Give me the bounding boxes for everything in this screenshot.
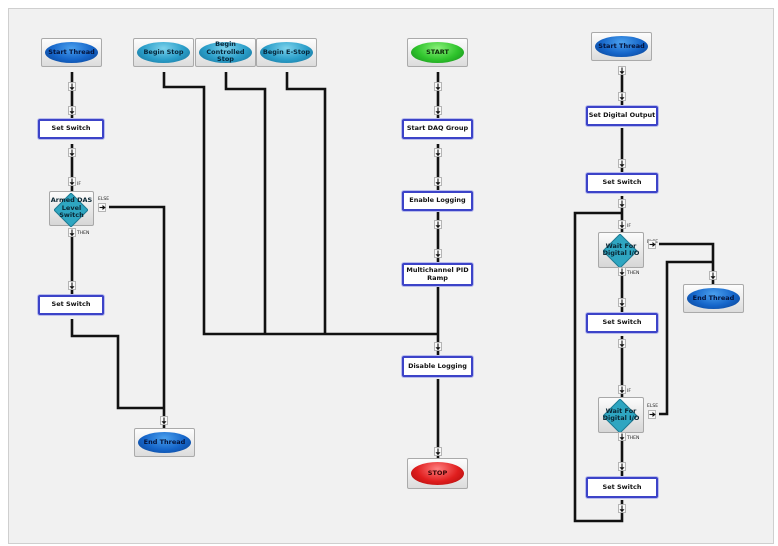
t2-then-label-2: THEN <box>627 436 640 441</box>
diamond-icon <box>603 234 637 268</box>
arrow-down-icon <box>618 220 626 229</box>
disable-logging-step[interactable]: Disable Logging <box>402 356 473 377</box>
t2-if-label-1: IF <box>627 224 631 229</box>
start-daq-group-step[interactable]: Start DAQ Group <box>402 119 473 139</box>
main-start[interactable]: START <box>407 38 468 67</box>
arrow-down-icon <box>160 416 168 425</box>
t1-start-thread[interactable]: Start Thread <box>41 38 102 67</box>
arrow-right-icon <box>98 203 106 212</box>
arrow-down-icon <box>618 66 626 75</box>
t1-armed-das-decision[interactable]: Armed DAS Level Switch <box>49 191 94 227</box>
arrow-down-icon <box>618 462 626 471</box>
arrow-down-icon <box>434 177 442 186</box>
t2-wait-digital-io-2[interactable]: Wait For Digital I/O <box>598 397 644 433</box>
arrow-down-icon <box>68 148 76 157</box>
main-stop-label: STOP <box>411 462 464 485</box>
t2-end-thread[interactable]: End Thread <box>683 284 744 313</box>
arrow-down-icon <box>618 199 626 208</box>
begin-estop-label: Begin E-Stop <box>260 42 313 63</box>
wire-begin-estop <box>285 72 327 334</box>
begin-stop-button[interactable]: Begin Stop <box>133 38 194 67</box>
main-start-label: START <box>411 42 464 63</box>
arrow-down-icon <box>434 342 442 351</box>
t2-end-thread-label: End Thread <box>687 288 740 309</box>
arrow-down-icon <box>618 432 626 441</box>
begin-controlled-stop-label: Begin Controlled Stop <box>199 41 252 63</box>
wire-begin-controlled-stop <box>224 72 267 334</box>
arrow-down-icon <box>68 281 76 290</box>
arrow-right-icon <box>648 410 656 419</box>
t1-start-thread-label: Start Thread <box>45 42 98 63</box>
enable-logging-step[interactable]: Enable Logging <box>402 191 473 211</box>
arrow-down-icon <box>68 82 76 91</box>
t2-start-thread[interactable]: Start Thread <box>591 32 652 61</box>
t1-set-switch-1[interactable]: Set Switch <box>38 119 104 139</box>
t2-wait-1-label: Wait For Digital I/O <box>602 241 640 257</box>
t2-set-switch-1[interactable]: Set Switch <box>586 173 658 193</box>
t2-then-label-1: THEN <box>627 271 640 276</box>
arrow-down-icon <box>618 504 626 513</box>
t2-else-label-2: ELSE <box>647 404 659 409</box>
begin-controlled-stop-button[interactable]: Begin Controlled Stop <box>195 38 256 67</box>
wire-t2-loop-back <box>573 211 624 523</box>
multichannel-pid-ramp-step[interactable]: Multichannel PID Ramp <box>402 263 473 286</box>
arrow-down-icon <box>618 339 626 348</box>
arrow-down-icon <box>434 82 442 91</box>
arrow-down-icon <box>618 267 626 276</box>
t2-wait-digital-io-1[interactable]: Wait For Digital I/O <box>598 232 644 268</box>
arrow-down-icon <box>68 228 76 237</box>
arrow-down-icon <box>618 385 626 394</box>
t1-end-thread-label: End Thread <box>138 432 191 453</box>
arrow-down-icon <box>68 106 76 115</box>
arrow-down-icon <box>434 249 442 258</box>
wire-t2-wait-else <box>659 242 715 284</box>
t2-wait-2-label: Wait For Digital I/O <box>602 406 640 422</box>
arrow-down-icon <box>434 106 442 115</box>
t1-end-thread[interactable]: End Thread <box>134 428 195 457</box>
set-digital-output-step[interactable]: Set Digital Output <box>586 106 658 126</box>
wire-t1-set-to-end <box>70 319 164 410</box>
arrow-down-icon <box>618 159 626 168</box>
arrow-down-icon <box>68 177 76 186</box>
wire-begin-stop <box>162 72 438 336</box>
begin-estop-button[interactable]: Begin E-Stop <box>256 38 317 67</box>
t1-else-label: ELSE <box>98 197 110 202</box>
diamond-icon <box>603 399 637 433</box>
wire-t2-wait2-else <box>659 260 713 416</box>
main-stop[interactable]: STOP <box>407 458 468 489</box>
t1-if-label: IF <box>77 182 81 187</box>
arrow-down-icon <box>434 220 442 229</box>
arrow-down-icon <box>434 447 442 456</box>
wire-t1-else-to-end <box>109 205 166 428</box>
arrow-down-icon <box>618 298 626 307</box>
arrow-down-icon <box>618 92 626 101</box>
diamond-icon <box>54 193 88 227</box>
arrow-down-icon <box>709 271 717 280</box>
t1-then-label: THEN <box>77 231 90 236</box>
t2-set-switch-2[interactable]: Set Switch <box>586 313 658 333</box>
t1-armed-das-label: Armed DAS Level Switch <box>50 196 93 220</box>
arrow-down-icon <box>434 148 442 157</box>
t2-start-thread-label: Start Thread <box>595 36 648 57</box>
begin-stop-label: Begin Stop <box>137 42 190 63</box>
arrow-right-icon <box>648 240 656 249</box>
t1-set-switch-2[interactable]: Set Switch <box>38 295 104 315</box>
t2-set-switch-3[interactable]: Set Switch <box>586 477 658 498</box>
t2-if-label-2: IF <box>627 389 631 394</box>
